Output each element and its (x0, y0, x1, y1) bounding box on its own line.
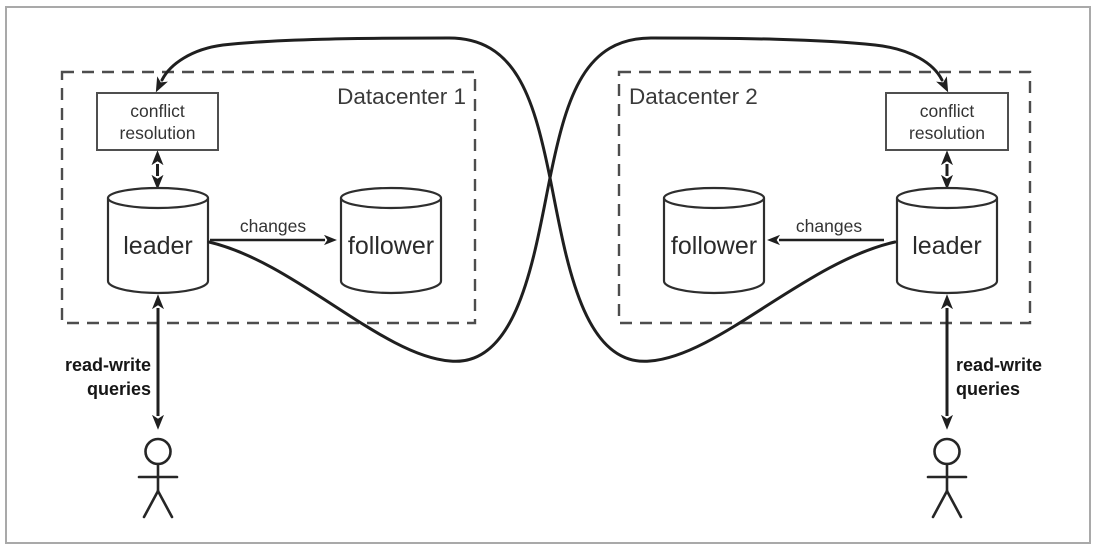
replication-arrow-dc2-leader-to-dc1-conflict-resolution (155, 36, 897, 363)
follower-database-icon-1 (339, 186, 443, 295)
conflict-resolution-label-line2: resolution (120, 123, 196, 143)
datacenter-2-group: Datacenter 2 conflict resolution followe… (617, 70, 1042, 519)
datacenter-1-boundary-box (60, 70, 477, 325)
leader-database-icon-1 (106, 186, 210, 295)
read-write-queries-label-1-line1: read-write (65, 355, 151, 375)
client-person-icon-1 (137, 437, 179, 519)
read-write-queries-label-2-line2: queries (956, 379, 1020, 399)
datacenter-1-group: Datacenter 1 conflict resolution leader … (60, 70, 477, 519)
follower-label-1: follower (348, 232, 434, 260)
conflict-resolution-box-1 (96, 92, 219, 151)
conflict-resolution-label-line1: conflict (130, 101, 185, 121)
conflict-resolution-box-2 (885, 92, 1009, 151)
changes-label-1: changes (240, 216, 306, 236)
follower-label-2: follower (671, 232, 757, 260)
leader-label-2: leader (912, 232, 982, 260)
read-write-queries-label-2-line1: read-write (956, 355, 1042, 375)
client-person-icon-2 (926, 437, 968, 519)
follower-database-icon-2 (662, 186, 766, 295)
datacenter-2-label: Datacenter 2 (629, 84, 758, 109)
replication-arrow-dc1-leader-to-dc2-conflict-resolution (207, 36, 949, 363)
leader-database-icon-2 (895, 186, 999, 295)
conflict-resolution-label-line1: conflict (920, 101, 975, 121)
leader-label-1: leader (123, 232, 193, 260)
datacenter-2-boundary-box (617, 70, 1032, 325)
datacenter-1-label: Datacenter 1 (337, 84, 466, 109)
conflict-resolution-label-line2: resolution (909, 123, 985, 143)
read-write-queries-label-1-line2: queries (87, 379, 151, 399)
changes-label-2: changes (796, 216, 862, 236)
